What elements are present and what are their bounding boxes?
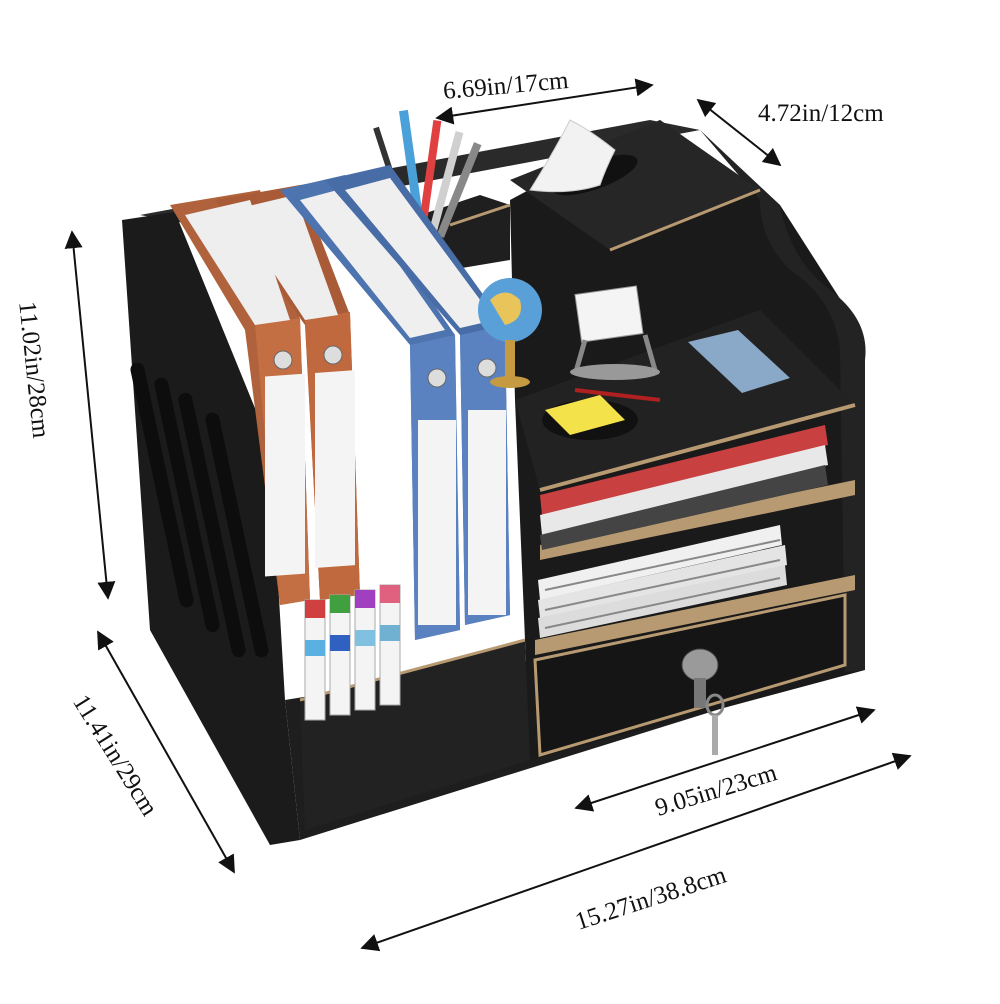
markers <box>304 584 401 721</box>
binders <box>170 165 510 640</box>
arrow-top-depth <box>696 98 782 167</box>
sticky-notes <box>542 388 661 440</box>
arrow-total-width <box>360 752 912 952</box>
rolodex <box>570 285 660 380</box>
vent-slots <box>130 362 269 658</box>
smartphone <box>680 325 800 400</box>
tissue <box>529 119 616 193</box>
notebooks <box>538 525 787 638</box>
dim-top-depth-label: 4.72in/12cm <box>758 100 884 127</box>
arrow-top-width <box>435 78 654 125</box>
arrow-height <box>64 230 116 600</box>
dimension-arrows <box>64 78 912 952</box>
globe <box>478 278 542 388</box>
magazines <box>540 425 828 550</box>
arrow-side-depth <box>97 630 235 874</box>
